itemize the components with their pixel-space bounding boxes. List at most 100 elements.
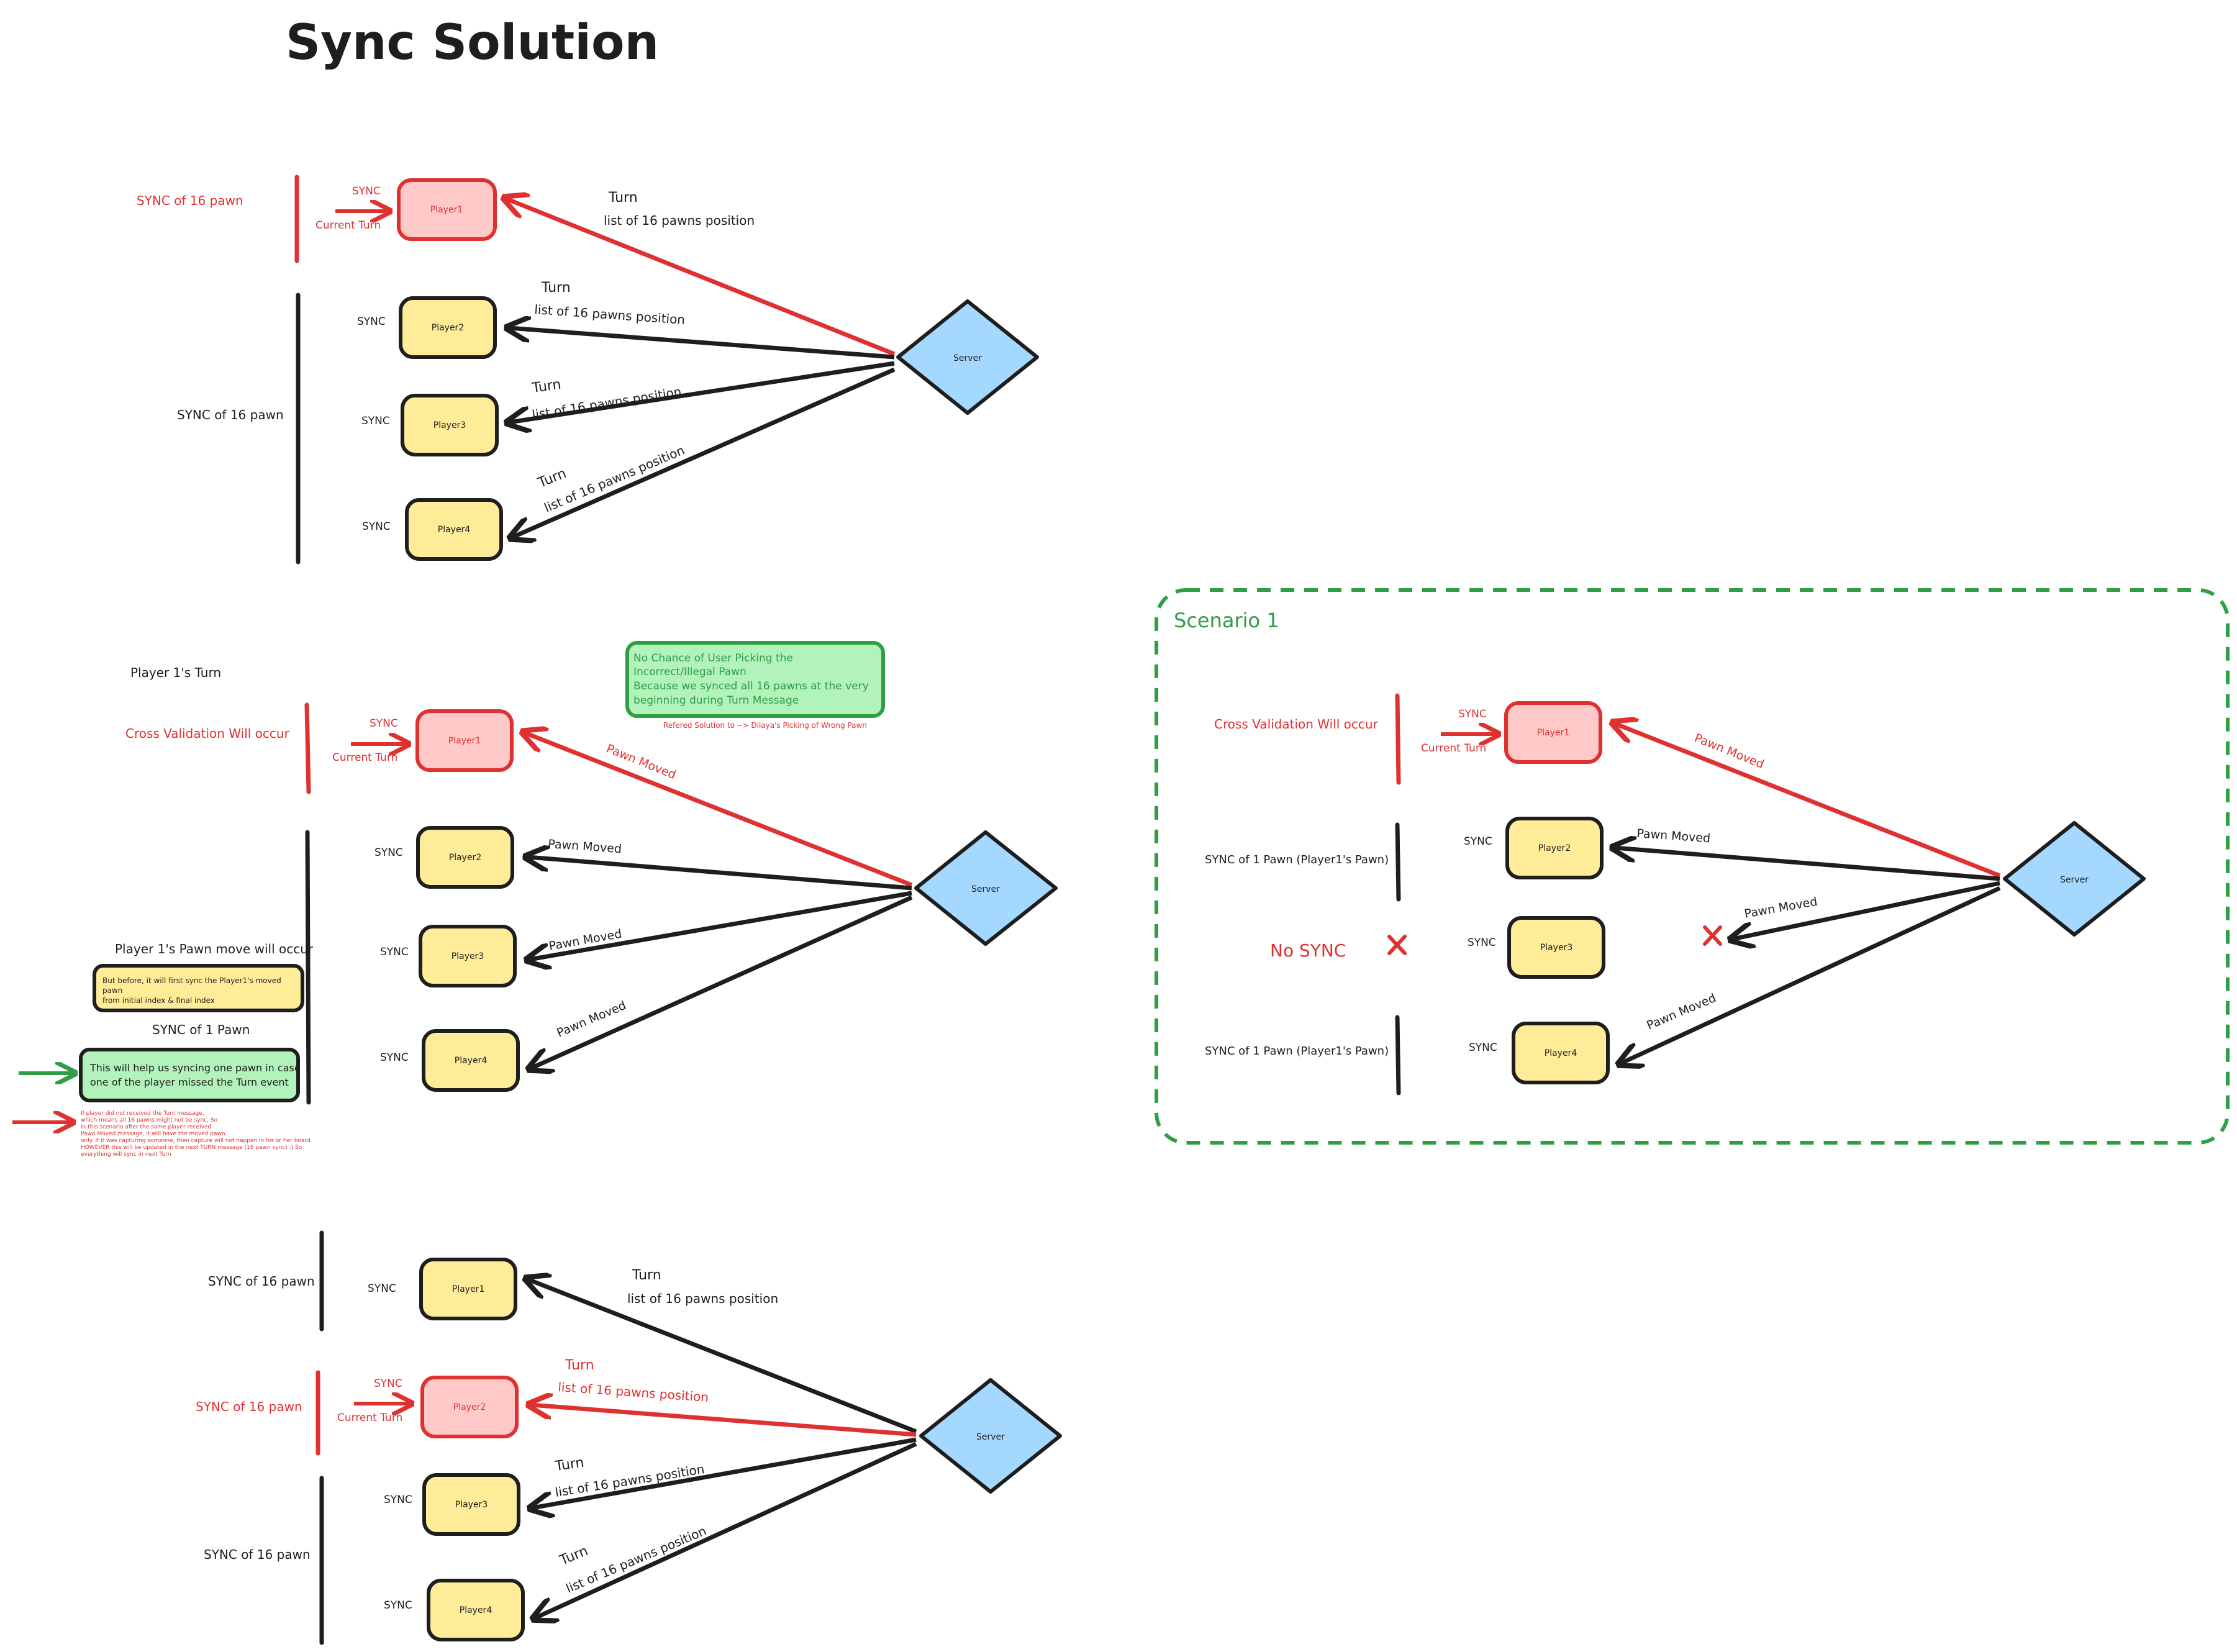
- server-node[interactable]: [914, 830, 1058, 946]
- server-node[interactable]: [2003, 821, 2146, 937]
- section-2: Player 1's Turn Cross Validation Will oc…: [12, 641, 1058, 1158]
- section-3: SYNC of 16 pawn SYNC of 16 pawn SYNC of …: [196, 1230, 1062, 1645]
- sync16-label-c: SYNC of 16 pawn: [204, 1547, 311, 1562]
- cross-validation-label: Cross Validation Will occur: [1214, 717, 1379, 732]
- pawn-move-occur-label: Player 1's Pawn move will occur: [115, 942, 314, 956]
- arrow-server-player1: [525, 733, 913, 887]
- no-chance-line-4: beginning during Turn Message: [633, 694, 799, 707]
- turn-label-2: Turn: [565, 1358, 594, 1373]
- list16-label-2: list of 16 pawns position: [534, 302, 686, 327]
- scenario1-frame: [1155, 588, 2230, 1145]
- turn-label-4: Turn: [557, 1543, 591, 1569]
- player3-node[interactable]: [419, 925, 517, 987]
- player1-node[interactable]: [419, 1258, 517, 1320]
- player2-label: Player2: [1538, 843, 1571, 853]
- player3-node[interactable]: [401, 394, 499, 456]
- red-note-line-6: HOWEVER this will be updated in the next…: [81, 1145, 302, 1151]
- server-node[interactable]: [919, 1378, 1062, 1494]
- pawn-moved-label-1: Pawn Moved: [604, 742, 678, 782]
- player4-node[interactable]: [405, 498, 503, 561]
- arrow-server-player2: [531, 1405, 917, 1437]
- player1-node[interactable]: [1504, 701, 1602, 764]
- player1-node[interactable]: [397, 178, 497, 241]
- player3-label: Player3: [1540, 943, 1572, 953]
- arrow-server-player4: [535, 1441, 917, 1618]
- arrow-server-player3: [532, 1437, 917, 1508]
- player4-node[interactable]: [422, 1029, 520, 1092]
- scenario1-title: Scenario 1: [1174, 609, 1279, 632]
- red-note-line-4: Pawn Moved message, it will have the mov…: [81, 1131, 225, 1137]
- player3-label: Player3: [433, 420, 466, 430]
- no-sync-label: No SYNC: [1270, 940, 1346, 961]
- pawn-moved-label-4: Pawn Moved: [555, 999, 628, 1040]
- scenario-1: Scenario 1 Cross Validation Will occur S…: [1155, 588, 2230, 1145]
- pawn-moved-label-3: Pawn Moved: [1743, 895, 1818, 921]
- player4-label: Player4: [455, 1056, 488, 1066]
- failed-delivery-cross-icon: [1703, 925, 1722, 946]
- current-turn-label: Current Turn: [332, 751, 397, 764]
- server-label: Server: [2060, 875, 2089, 885]
- sync-label: SYNC: [1458, 708, 1487, 720]
- player2-label: Player2: [453, 1402, 486, 1412]
- player2-node[interactable]: [399, 296, 497, 359]
- server-node[interactable]: [896, 299, 1039, 415]
- sync-label-p2: SYNC: [1464, 835, 1492, 848]
- list16-label-1: list of 16 pawns position: [627, 1291, 778, 1306]
- sync-label-p4: SYNC: [384, 1599, 412, 1612]
- list16-label-1: list of 16 pawns position: [604, 213, 755, 228]
- turn-label-3: Turn: [530, 377, 562, 396]
- sync-before-note: [93, 964, 304, 1012]
- arrow-server-player3-failed: [1733, 881, 2000, 939]
- sync-label-p4: SYNC: [362, 520, 391, 533]
- list16-label-2: list of 16 pawns position: [558, 1379, 709, 1405]
- sync-label-p3: SYNC: [384, 1494, 412, 1506]
- sync-before-line-3: from initial index & final index: [102, 996, 215, 1005]
- player4-label: Player4: [1545, 1048, 1577, 1058]
- arrow-server-player1: [528, 1279, 917, 1434]
- player1-turn-label: Player 1's Turn: [130, 665, 221, 680]
- sync-label-p2: SYNC: [357, 315, 386, 328]
- player2-node[interactable]: [420, 1376, 519, 1438]
- sync16-label-black: SYNC of 16 pawn: [177, 407, 284, 422]
- player3-node[interactable]: [1507, 916, 1605, 979]
- red-note-line-7: everything will sync in next Turn: [81, 1151, 171, 1158]
- player2-node[interactable]: [416, 826, 514, 889]
- sync-label-p4: SYNC: [1469, 1042, 1497, 1054]
- sync-label-p1: SYNC: [368, 1282, 396, 1295]
- pawn-moved-label-2: Pawn Moved: [548, 837, 622, 856]
- cross-validation-label: Cross Validation Will occur: [125, 726, 290, 741]
- arrow-server-player4: [531, 895, 913, 1068]
- player4-node[interactable]: [427, 1579, 525, 1641]
- sync1-label-p4: SYNC of 1 Pawn (Player1's Pawn): [1205, 1045, 1389, 1058]
- arrow-server-player4: [512, 367, 896, 537]
- player2-node[interactable]: [1505, 817, 1604, 879]
- section-1: SYNC of 16 pawn SYNC of 16 pawn SYNC Cur…: [137, 175, 1039, 565]
- sync1-help-line-2: one of the player missed the Turn event: [90, 1076, 289, 1088]
- arrow-server-player1: [1615, 724, 2001, 878]
- cross-validation-bracket: [304, 702, 311, 794]
- player4-node[interactable]: [1512, 1022, 1610, 1084]
- sync-label: SYNC: [352, 185, 381, 197]
- sync-label-p3: SYNC: [380, 946, 409, 958]
- arrow-server-player2: [528, 857, 912, 891]
- arrow-server-player2: [509, 328, 895, 360]
- sync-before-line-1: But before, it will first sync the Playe…: [102, 976, 281, 985]
- current-turn-label: Current Turn: [1421, 742, 1486, 755]
- sync1-help-line-1: This will help us syncing one pawn in ca…: [89, 1062, 301, 1074]
- sync1-help-note: [79, 1048, 300, 1102]
- pawn-moved-label-4: Pawn Moved: [1645, 991, 1718, 1033]
- no-chance-line-1: No Chance of User Picking the: [633, 652, 793, 665]
- pawn-moved-label-2: Pawn Moved: [1636, 827, 1711, 845]
- diagram-title: Sync Solution: [286, 15, 659, 71]
- player1-label: Player1: [430, 205, 463, 215]
- player1-node[interactable]: [415, 709, 514, 772]
- turn-label-4: Turn: [535, 466, 569, 491]
- player2-label: Player2: [449, 853, 481, 863]
- arrow-server-player3: [529, 891, 912, 960]
- current-turn-label: Current Turn: [337, 1412, 402, 1424]
- turn-label-2: Turn: [541, 280, 571, 296]
- player3-label: Player3: [451, 951, 484, 961]
- server-label: Server: [976, 1432, 1005, 1442]
- player3-node[interactable]: [422, 1473, 520, 1536]
